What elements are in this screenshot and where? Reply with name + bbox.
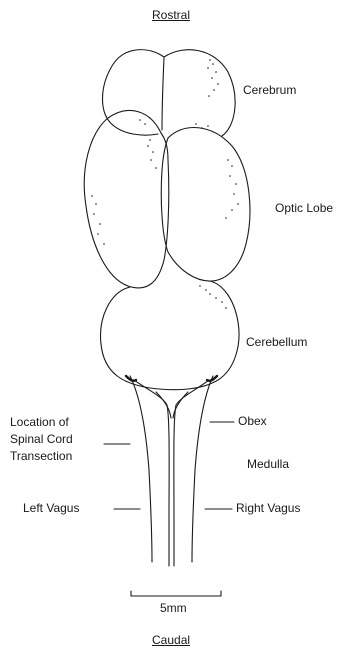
optic-lobe-left	[84, 111, 169, 288]
left-vagus-label: Left Vagus	[23, 501, 79, 516]
right-vagus-label: Right Vagus	[236, 501, 300, 516]
scale-bar	[131, 591, 221, 596]
optic-lobe-right	[161, 128, 250, 282]
optic-lobe-label: Optic Lobe	[275, 201, 333, 216]
medulla	[126, 376, 217, 566]
cerebrum-label: Cerebrum	[243, 83, 296, 98]
obex-label: Obex	[238, 414, 267, 429]
cerebrum-midline	[162, 58, 164, 130]
stippling	[91, 59, 239, 309]
cerebrum-right-hemisphere	[164, 50, 235, 136]
medulla-label: Medulla	[247, 457, 289, 472]
rostral-label: Rostral	[152, 8, 190, 23]
caudal-label: Caudal	[152, 633, 190, 648]
transection-label: Location of Spinal Cord Transection	[10, 414, 73, 465]
scale-bar-label: 5mm	[160, 601, 187, 616]
cerebellum-label: Cerebellum	[246, 335, 307, 350]
cerebellum	[101, 281, 239, 390]
